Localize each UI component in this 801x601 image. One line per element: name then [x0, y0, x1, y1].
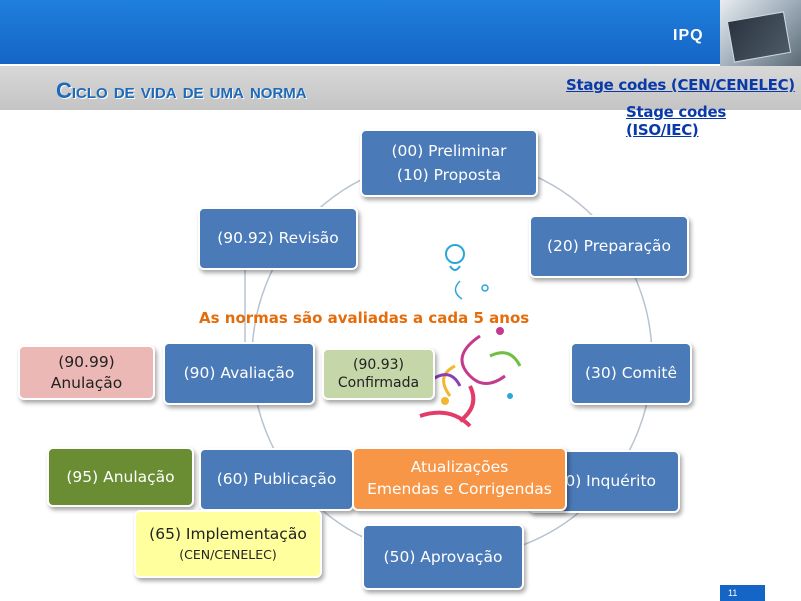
- header-bar: [0, 0, 801, 64]
- slide-title: Ciclo de vida de uma norma: [56, 78, 307, 103]
- stage-comite: (30) Comitê: [570, 342, 692, 405]
- stage-avaliacao: (90) Avaliação: [163, 342, 315, 405]
- stage-codes-cen-link[interactable]: Stage codes (CEN/CENELEC): [566, 76, 795, 94]
- stage-implementacao: (65) Implementação (CEN/CENELEC): [134, 510, 322, 578]
- title-bar: [0, 66, 801, 110]
- stage-preparacao: (20) Preparação: [529, 215, 689, 278]
- corner-image: [720, 0, 801, 66]
- stage-publicacao: (60) Publicação: [199, 448, 354, 511]
- stage-aprovacao: (50) Aprovação: [362, 524, 524, 590]
- stage-anulacao-9099: (90.99) Anulação: [18, 345, 155, 400]
- stage-anulacao-95: (95) Anulação: [47, 447, 194, 507]
- decorative-swirl-image: [419, 244, 522, 428]
- stage-revisao: (90.92) Revisão: [198, 207, 358, 270]
- page-number: 11: [720, 585, 765, 601]
- stage-preliminar-label: (00) Preliminar: [391, 141, 507, 160]
- stage-codes-iso-link[interactable]: Stage codes (ISO/IEC): [626, 103, 726, 139]
- atualizacoes-box: Atualizações Emendas e Corrigendas: [352, 447, 567, 511]
- stage-confirmada: (90.93) Confirmada: [322, 348, 435, 400]
- center-note: As normas são avaliadas a cada 5 anos: [199, 309, 530, 327]
- ipq-logo: IPQ: [673, 27, 704, 44]
- stage-proposta-label: (10) Proposta: [396, 166, 502, 184]
- stage-preliminar-proposta: (00) Preliminar (10) Proposta: [360, 129, 538, 197]
